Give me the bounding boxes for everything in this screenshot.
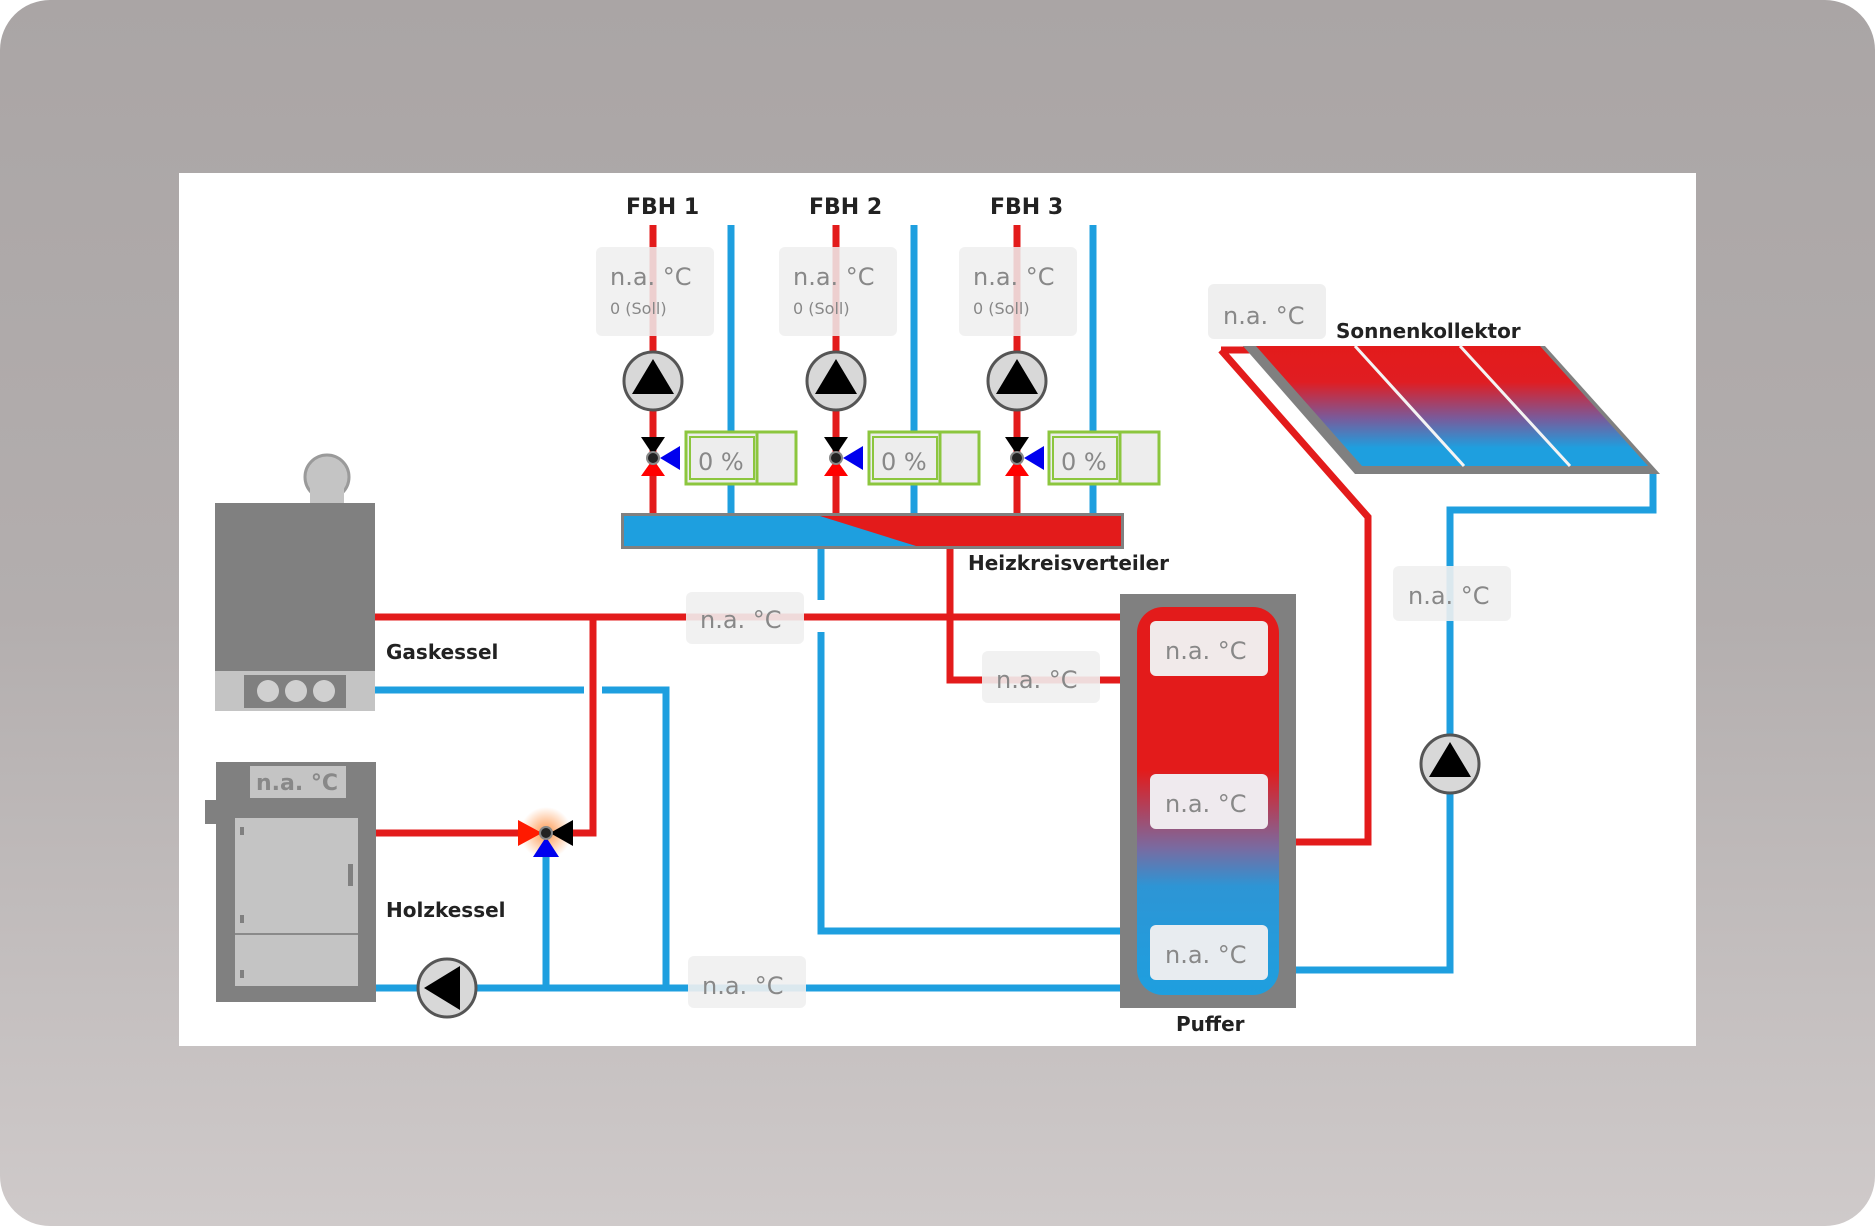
return-mixing-valve-icon[interactable] [518,807,573,859]
solar-return-pipe [1296,474,1657,974]
distributor-return-pipe-lower [817,632,1120,935]
fbh1-title: FBH 1 [626,195,699,220]
distributor-label: Heizkreisverteiler [968,551,1169,575]
solar-pump-icon[interactable] [1419,733,1481,795]
fbh1-temp-box[interactable] [596,247,714,336]
fbh1-valve-position: 0 % [698,448,744,476]
wood-boiler-temperature: n.a. °C [256,771,338,796]
fbh1-mixing-valve-icon[interactable] [641,437,680,476]
gas-return-pipe-2 [602,686,670,988]
fbh3-temp-box[interactable] [959,247,1077,336]
fbh2-temp-box[interactable] [779,247,897,336]
buffer-bottom-temperature: n.a. °C [1165,941,1247,969]
buffer-middle-temperature: n.a. °C [1165,790,1247,818]
fbh3-valve-position-box[interactable]: 0 % [1047,430,1161,486]
solar-collector-label: Sonnenkollektor [1336,319,1521,343]
gas-boiler-label: Gaskessel [386,640,498,664]
fbh2-title: FBH 2 [809,195,882,220]
wood-boiler-label: Holzkessel [386,898,506,922]
collector-temperature: n.a. °C [1223,302,1305,330]
boiler-return-pump-icon[interactable] [416,957,478,1019]
fbh1-valve-position-box[interactable]: 0 % [684,430,798,486]
mixer-bypass-pipe [570,617,597,837]
fbh3-pump-icon[interactable] [986,350,1048,412]
collector-temp-label[interactable]: n.a. °C [1208,284,1326,339]
return-temp-label[interactable]: n.a. °C [688,956,806,1008]
solar-supply-pipe [1218,347,1372,846]
gas-boiler[interactable] [215,453,375,711]
fbh3-title: FBH 3 [990,195,1063,220]
fbh1-pump-icon[interactable] [622,350,684,412]
fbh-circuit-3: FBH 3 n.a. °C 0 (Soll) 0 % [959,195,1161,486]
buffer-feed-temperature: n.a. °C [996,666,1078,694]
fbh2-pump-icon[interactable] [805,350,867,412]
fbh-circuit-2: FBH 2 n.a. °C 0 (Soll) 0 % [779,195,981,486]
return-temperature: n.a. °C [702,972,784,1000]
solar-return-temperature: n.a. °C [1408,582,1490,610]
fbh2-valve-position-box[interactable]: 0 % [867,430,981,486]
fbh2-mixing-valve-icon[interactable] [824,437,863,476]
wood-boiler-temp-box [250,766,346,798]
wood-boiler[interactable] [205,762,376,1002]
fbh1-temperature: n.a. °C [610,263,692,291]
fbh3-valve-position: 0 % [1061,448,1107,476]
buffer-label: Puffer [1176,1012,1245,1036]
buffer-middle-temp-label[interactable]: n.a. °C [1150,774,1268,829]
fbh2-temperature: n.a. °C [793,263,875,291]
supply-temp-label[interactable]: n.a. °C [686,592,804,644]
fbh2-setpoint: 0 (Soll) [793,299,850,318]
solar-return-temp-label[interactable]: n.a. °C [1393,566,1511,621]
fbh-circuit-1: FBH 1 n.a. °C 0 (Soll) 0 % [596,195,798,486]
fbh3-temperature: n.a. °C [973,263,1055,291]
fbh3-setpoint: 0 (Soll) [973,299,1030,318]
fbh1-setpoint: 0 (Soll) [610,299,667,318]
solar-collector[interactable] [1243,344,1660,474]
buffer-top-temp-label[interactable]: n.a. °C [1150,621,1268,676]
buffer-top-temperature: n.a. °C [1165,637,1247,665]
fbh3-mixing-valve-icon[interactable] [1005,437,1044,476]
supply-temperature: n.a. °C [700,606,782,634]
buffer-bottom-temp-label[interactable]: n.a. °C [1150,925,1268,980]
fbh2-valve-position: 0 % [881,448,927,476]
buffer-feed-temp-label[interactable]: n.a. °C [982,651,1100,703]
heating-distributor: Heizkreisverteiler [621,513,1169,575]
